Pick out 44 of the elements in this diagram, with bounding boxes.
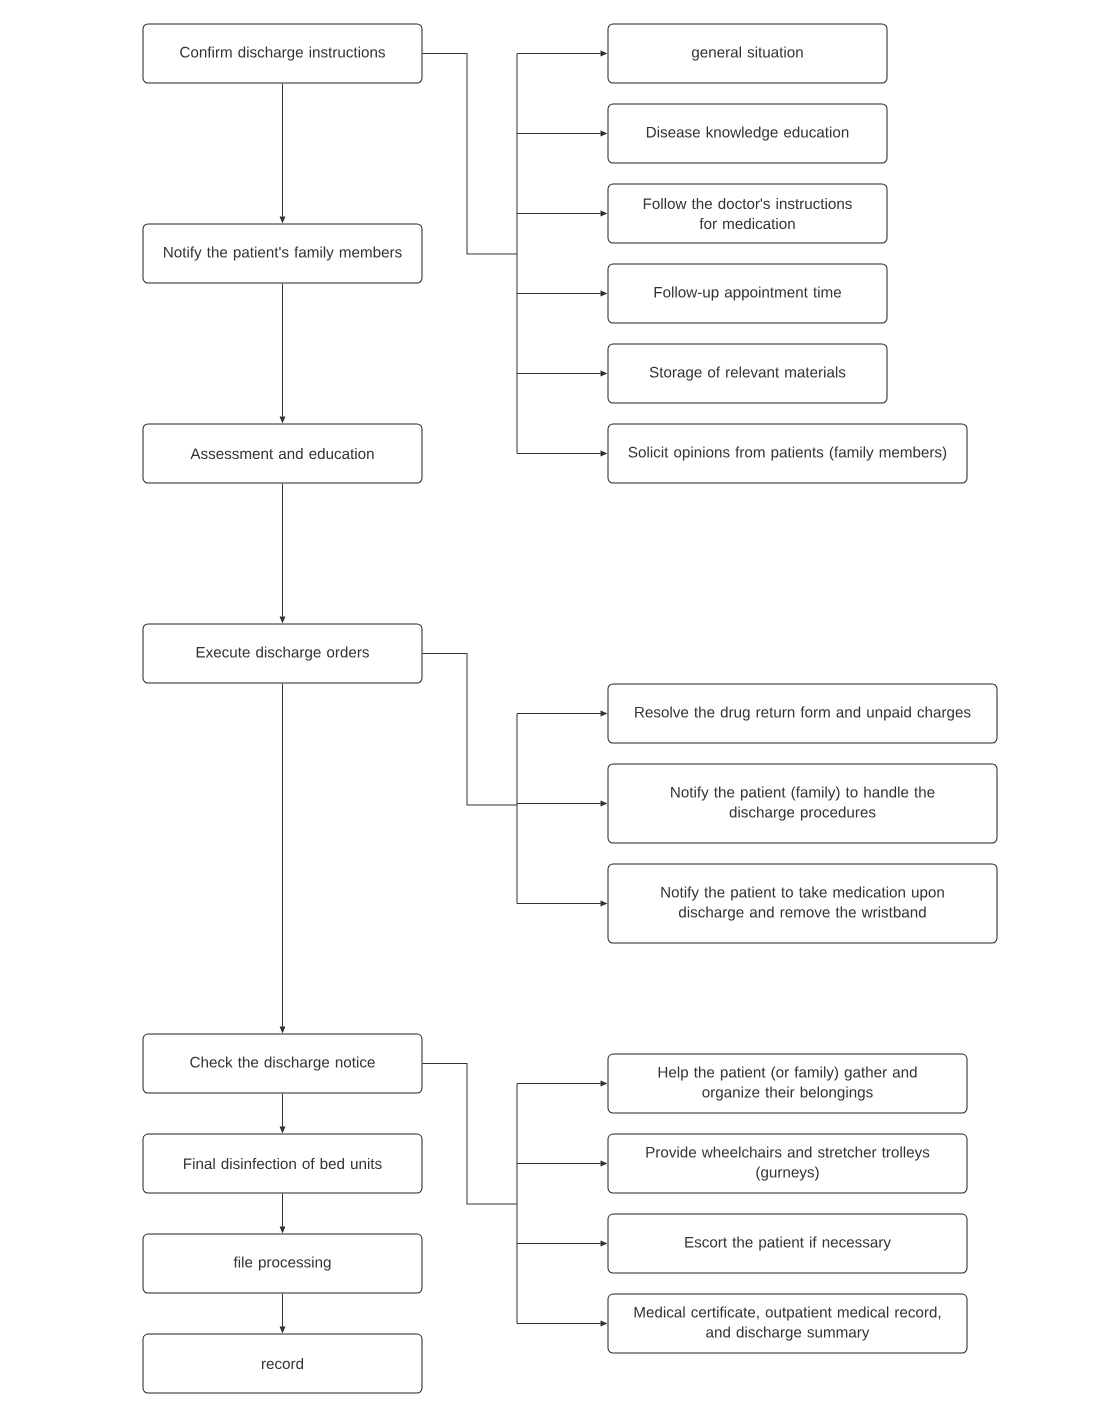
process-box: Notify the patient (family) to handle the discharge procedures xyxy=(607,763,998,844)
arrow xyxy=(279,283,286,423)
process-box: Check the discharge notice xyxy=(142,1033,423,1094)
arrow xyxy=(516,210,607,217)
process-box: Notify the patient to take medication upon discharge and remove the wristband xyxy=(607,863,998,944)
process-box: Help the patient (or family) gather and organize their belongings xyxy=(607,1053,968,1114)
connector-line xyxy=(422,1063,518,1324)
arrow xyxy=(279,683,286,1033)
process-box: Assessment and education xyxy=(142,423,423,484)
process-box: file processing xyxy=(142,1233,423,1294)
arrow xyxy=(516,710,607,717)
process-box: Escort the patient if necessary xyxy=(607,1213,968,1274)
process-box: Provide wheelchairs and stretcher trolleys (gurneys) xyxy=(607,1133,968,1194)
arrow xyxy=(516,370,607,377)
process-box: Disease knowledge education xyxy=(607,103,888,164)
arrow xyxy=(516,290,607,297)
process-box: Final disinfection of bed units xyxy=(142,1133,423,1194)
arrow xyxy=(516,800,607,807)
process-box: Confirm discharge instructions xyxy=(142,23,423,84)
process-box: Solicit opinions from patients (family members) xyxy=(607,423,968,484)
process-box: record xyxy=(142,1333,423,1394)
arrow xyxy=(516,1240,607,1247)
arrow xyxy=(516,130,607,137)
connector-line xyxy=(422,653,518,904)
connector-line xyxy=(422,53,518,454)
process-box: Execute discharge orders xyxy=(142,623,423,684)
process-box: Storage of relevant materials xyxy=(607,343,888,404)
arrow xyxy=(516,1080,607,1087)
process-box: Notify the patient's family members xyxy=(142,223,423,284)
process-box: Resolve the drug return form and unpaid charges xyxy=(607,683,998,744)
arrow xyxy=(279,1193,286,1233)
process-box: Medical certificate, outpatient medical record, and discharge summary xyxy=(607,1293,968,1354)
process-box: Follow the doctor's instructions for medication xyxy=(607,183,888,244)
arrow xyxy=(279,483,286,623)
arrow xyxy=(516,50,607,57)
arrow xyxy=(279,1293,286,1333)
arrow xyxy=(279,83,286,223)
arrow xyxy=(516,1320,607,1327)
process-box: general situation xyxy=(607,23,888,84)
arrow xyxy=(516,1160,607,1167)
arrow xyxy=(516,900,607,907)
arrow xyxy=(279,1093,286,1133)
process-box: Follow-up appointment time xyxy=(607,263,888,324)
arrow xyxy=(516,450,607,457)
